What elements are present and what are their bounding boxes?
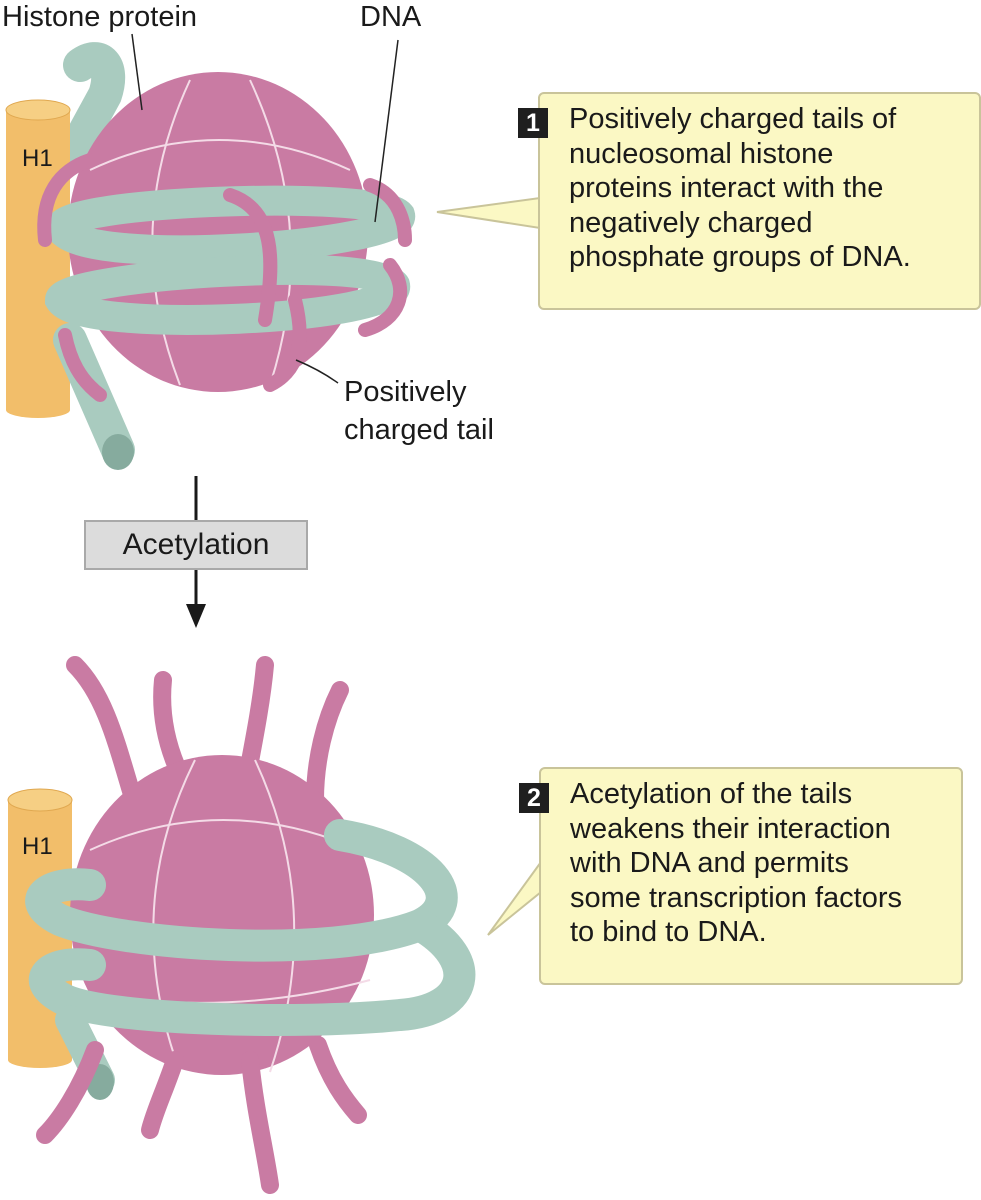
callout-2-number: 2 [519,783,549,813]
callout-1: 1 Positively charged tails of nucleosoma… [518,92,981,310]
callout-2: 2 Acetylation of the tails weakens their… [519,767,963,985]
callout-1-line: nucleosomal histone [569,137,834,170]
bottom-dna-coil-2 [29,909,476,1036]
top-h1-cylinder [5,99,71,418]
callout-1-text: Positively charged tails of nucleosomal … [569,102,911,275]
callout-1-pointer [436,196,541,230]
histone-leader-line [131,33,143,111]
callout-2-line: some transcription factors [570,881,903,914]
bottom-nucleosome [7,656,476,1194]
callout-2-line: to bind to DNA. [570,916,767,948]
callout-1-number: 1 [518,108,548,138]
callout-1-line: negatively charged [569,206,813,239]
callout-1-line: Positively charged tails of [569,103,897,135]
callout-2-pointer [487,858,542,936]
histone-protein-label: Histone protein [2,1,198,33]
callout-2-text: Acetylation of the tails weakens their i… [570,777,902,950]
dna-label: DNA [360,1,422,33]
bottom-dna-coil-1 [25,819,458,962]
acetylation-step-label: Acetylation [84,520,308,570]
tail-label-line2: charged tail [344,414,494,446]
callout-1-line: proteins interact with the [569,172,884,204]
bottom-tails-down [36,1036,367,1194]
top-nucleosome [5,33,415,470]
dna-leader-line [374,39,399,223]
top-h1-label: H1 [22,145,53,172]
callout-2-line: Acetylation of the tails [570,778,853,810]
callout-2-line: weakens their interaction [570,812,891,845]
bottom-h1-label: H1 [22,833,53,860]
tail-label-line1: Positively [344,376,467,408]
bottom-histone-core [70,755,374,1075]
tail-leader-line [295,359,339,384]
top-dna-entry [58,42,126,167]
top-histone-tails [37,153,412,402]
callout-1-line: phosphate groups of DNA. [569,241,911,273]
callout-2-line: with DNA and permits [570,847,849,879]
